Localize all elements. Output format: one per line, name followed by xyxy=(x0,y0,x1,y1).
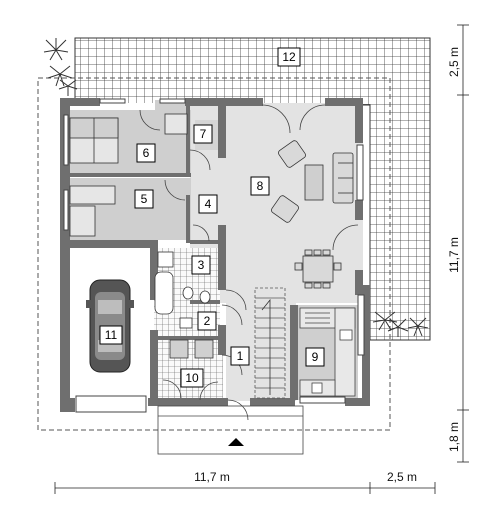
room-label-11: 11 xyxy=(99,325,123,345)
svg-text:12: 12 xyxy=(282,50,296,64)
room-label-1: 1 xyxy=(230,346,250,366)
room-label-10: 10 xyxy=(180,368,204,388)
svg-text:4: 4 xyxy=(205,197,212,211)
windows xyxy=(63,98,365,413)
svg-text:6: 6 xyxy=(143,146,150,160)
toilet-icon xyxy=(179,286,211,329)
dim-bottom-side: 2,5 m xyxy=(387,470,417,484)
dim-right-top: 2,5 m xyxy=(447,47,461,77)
room-label-3: 3 xyxy=(191,255,211,275)
room-label-8: 8 xyxy=(250,176,270,196)
svg-text:2: 2 xyxy=(204,314,211,328)
svg-text:7: 7 xyxy=(200,127,207,141)
coffee-table-icon xyxy=(304,164,324,201)
dim-bottom-main: 11,7 m xyxy=(194,470,230,484)
svg-text:3: 3 xyxy=(198,258,205,272)
room-label-2: 2 xyxy=(197,311,217,331)
dim-right-bottom: 1,8 m xyxy=(447,422,461,452)
armchair-icon xyxy=(271,140,306,223)
bed-icon xyxy=(69,113,188,237)
entrance-arrow-icon xyxy=(228,438,244,446)
svg-text:9: 9 xyxy=(312,350,319,364)
room-label-9: 9 xyxy=(305,347,325,367)
sofa-icon xyxy=(332,152,354,204)
dimension-lines xyxy=(54,24,469,494)
room-label-7: 7 xyxy=(193,124,213,144)
laundry-icon xyxy=(169,339,214,359)
svg-text:8: 8 xyxy=(257,179,264,193)
room-label-12: 12 xyxy=(277,47,301,67)
plot-outline xyxy=(37,77,391,431)
bathtub-icon xyxy=(154,251,174,315)
room-label-4: 4 xyxy=(198,194,218,214)
kitchen-units xyxy=(299,307,356,397)
walls xyxy=(60,98,370,412)
svg-text:11: 11 xyxy=(105,328,118,342)
room-label-5: 5 xyxy=(134,189,154,209)
entrance-steps xyxy=(157,405,304,455)
dim-right-middle: 11,7 m xyxy=(447,237,461,273)
plant-icon xyxy=(43,38,429,337)
room-label-6: 6 xyxy=(136,143,156,163)
staircase xyxy=(254,287,286,399)
dining-table-icon xyxy=(294,249,342,289)
svg-text:1: 1 xyxy=(237,349,244,363)
svg-text:10: 10 xyxy=(185,371,199,385)
svg-text:5: 5 xyxy=(141,192,148,206)
